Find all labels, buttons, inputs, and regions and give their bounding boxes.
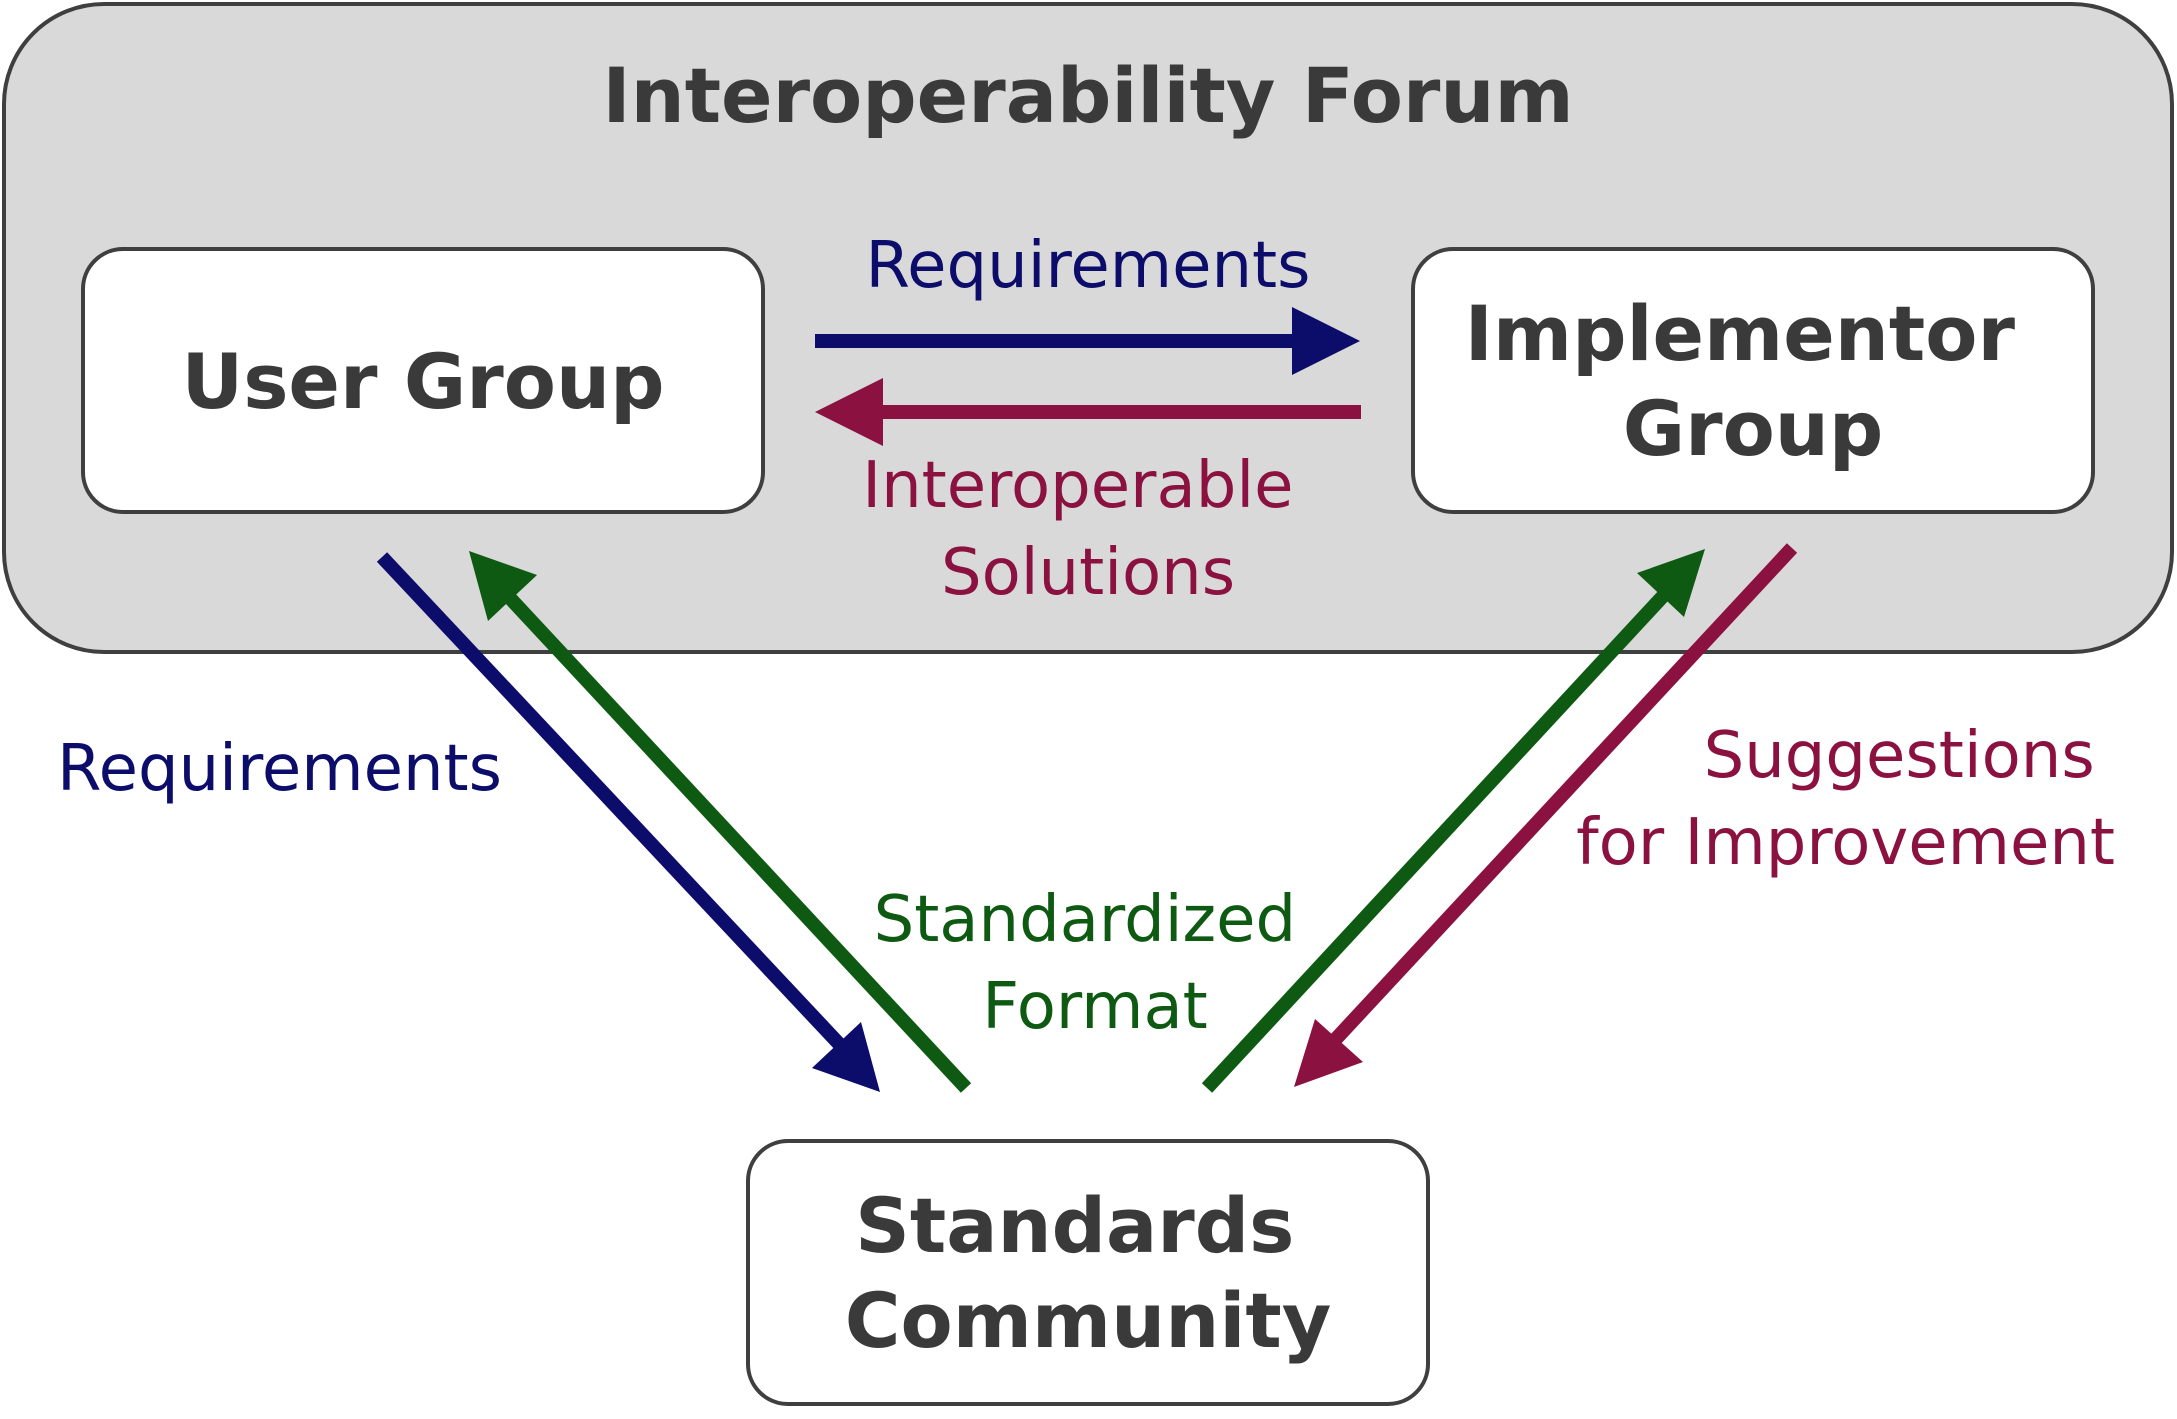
arrow-standards-to-user: [469, 551, 972, 1093]
user-group-node: User Group: [81, 247, 765, 514]
implementor-group-label-line-1: Implementor: [1465, 289, 2016, 378]
standards-community-label: Standards Community: [845, 1181, 1332, 1365]
label-implementor-to-user-line-1: Interoperable: [862, 449, 1293, 523]
label-implementor-to-user: Interoperable Solutions: [862, 449, 1314, 610]
standards-community-label-line-1: Standards: [855, 1181, 1294, 1270]
label-implementor-to-user-line-2: Solutions: [941, 536, 1235, 610]
standards-community-node: Standards Community: [746, 1139, 1430, 1406]
arrow-implementor-to-user: [815, 378, 1361, 446]
arrow-user-to-standards: [376, 552, 880, 1092]
edges: [376, 307, 1798, 1093]
arrow-user-to-implementor: [815, 307, 1360, 375]
label-standards-to-user: Standardized Format: [874, 883, 1317, 1044]
arrow-standards-to-implementor: [1201, 549, 1705, 1093]
forum-title: Interoperability Forum: [602, 51, 1573, 140]
user-group-box: [81, 247, 765, 514]
standards-community-label-line-2: Community: [845, 1276, 1332, 1365]
label-implementor-to-standards-line-1: Suggestions: [1704, 719, 2095, 793]
edge-labels: Requirements Interoperable Solutions Req…: [57, 229, 2115, 1044]
implementor-group-label-line-2: Group: [1623, 384, 1884, 473]
implementor-group-node: Implementor Group: [1411, 247, 2095, 514]
label-standards-to-user-line-1: Standardized: [874, 883, 1297, 957]
implementor-group-label: Implementor Group: [1465, 289, 2042, 473]
label-implementor-to-standards: Suggestions for Improvement: [1576, 719, 2115, 880]
arrow-implementor-to-standards: [1294, 543, 1798, 1087]
label-implementor-to-standards-line-2: for Improvement: [1576, 806, 2115, 880]
implementor-group-box: [1411, 247, 2095, 514]
standards-community-box: [746, 1139, 1430, 1406]
user-group-label: User Group: [181, 337, 664, 426]
label-standards-to-user-line-2: Format: [982, 970, 1208, 1044]
label-user-to-standards: Requirements: [57, 732, 502, 806]
label-user-to-implementor: Requirements: [866, 229, 1311, 303]
